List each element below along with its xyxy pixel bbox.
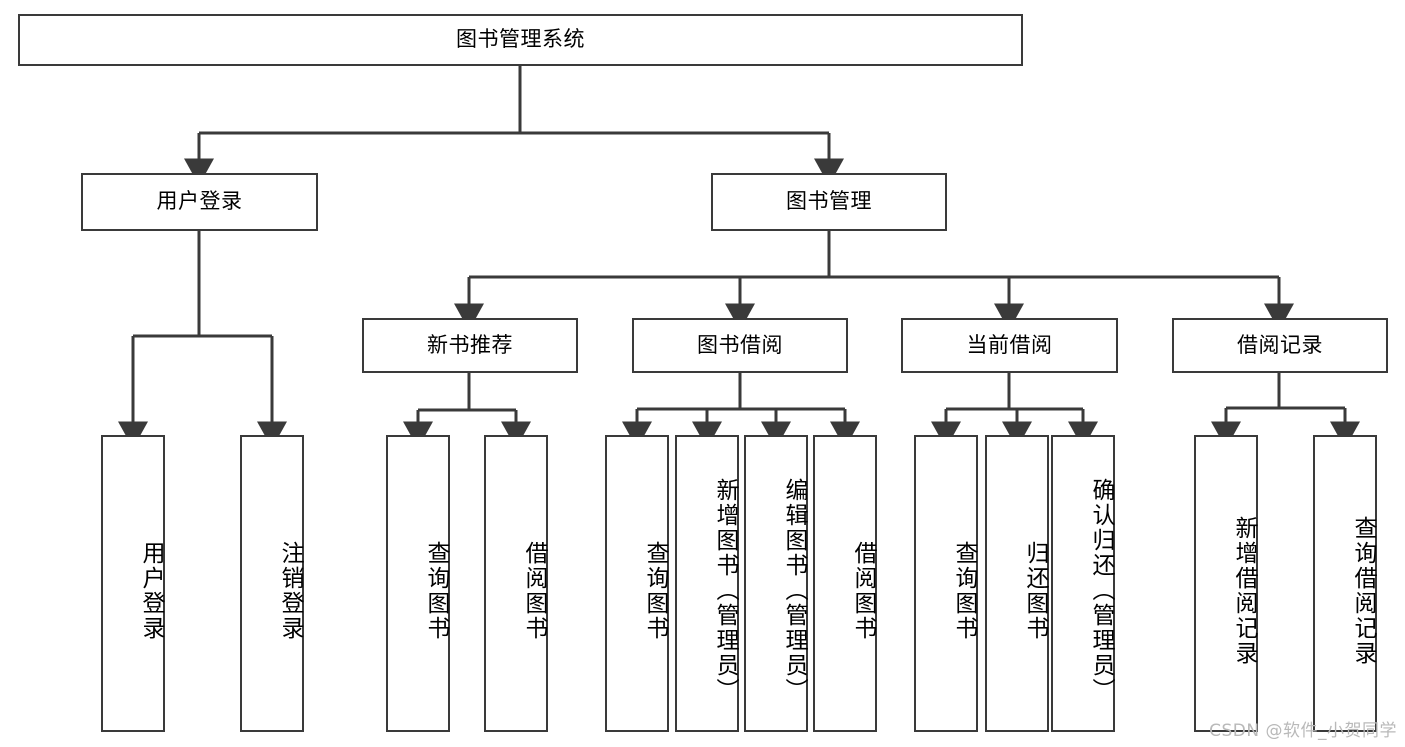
node-root[interactable]: 图书管理系统 (18, 14, 1023, 66)
node-book-manage[interactable]: 图书管理 (711, 173, 947, 231)
node-leaf-add-book-label: 新增图书（管理员） (712, 478, 738, 703)
node-leaf-add-record[interactable]: 新增借阅记录 (1194, 435, 1258, 732)
node-book-borrow[interactable]: 图书借阅 (632, 318, 848, 373)
node-leaf-query-book-1[interactable]: 查询图书 (386, 435, 450, 732)
watermark-text: CSDN @软件_小贺同学 (1209, 721, 1397, 741)
node-leaf-return-book-label: 归还图书 (1022, 540, 1048, 641)
node-leaf-query-book-3-label: 查询图书 (951, 540, 977, 641)
node-leaf-user-logout[interactable]: 注销登录 (240, 435, 304, 732)
node-leaf-confirm-return-label: 确认归还（管理员） (1088, 478, 1114, 703)
node-new-book-recommend[interactable]: 新书推荐 (362, 318, 578, 373)
node-book-manage-label: 图书管理 (786, 189, 872, 214)
node-borrow-record-label: 借阅记录 (1237, 332, 1323, 357)
node-leaf-query-book-2-label: 查询图书 (642, 540, 668, 641)
node-leaf-user-login-label: 用户登录 (138, 540, 164, 641)
node-leaf-borrow-book-2[interactable]: 借阅图书 (813, 435, 877, 732)
node-leaf-return-book[interactable]: 归还图书 (985, 435, 1049, 732)
node-borrow-record[interactable]: 借阅记录 (1172, 318, 1388, 373)
node-leaf-add-book[interactable]: 新增图书（管理员） (675, 435, 739, 732)
node-book-borrow-label: 图书借阅 (697, 332, 783, 357)
node-current-borrow[interactable]: 当前借阅 (901, 318, 1118, 373)
node-leaf-query-book-3[interactable]: 查询图书 (914, 435, 978, 732)
node-leaf-borrow-book-2-label: 借阅图书 (850, 540, 876, 641)
node-root-label: 图书管理系统 (456, 27, 585, 52)
node-leaf-query-record-label: 查询借阅记录 (1350, 515, 1376, 666)
node-leaf-edit-book-label: 编辑图书（管理员） (781, 478, 807, 703)
node-new-book-recommend-label: 新书推荐 (427, 332, 513, 357)
node-leaf-user-logout-label: 注销登录 (277, 540, 303, 641)
node-leaf-user-login[interactable]: 用户登录 (101, 435, 165, 732)
node-leaf-borrow-book-1[interactable]: 借阅图书 (484, 435, 548, 732)
node-user-login-label: 用户登录 (156, 189, 243, 214)
node-current-borrow-label: 当前借阅 (966, 332, 1053, 357)
node-leaf-confirm-return[interactable]: 确认归还（管理员） (1051, 435, 1115, 732)
node-leaf-query-book-1-label: 查询图书 (423, 540, 449, 641)
node-leaf-query-record[interactable]: 查询借阅记录 (1313, 435, 1377, 732)
node-user-login[interactable]: 用户登录 (81, 173, 318, 231)
node-leaf-add-record-label: 新增借阅记录 (1231, 515, 1257, 666)
node-leaf-borrow-book-1-label: 借阅图书 (521, 540, 547, 641)
node-leaf-query-book-2[interactable]: 查询图书 (605, 435, 669, 732)
node-leaf-edit-book[interactable]: 编辑图书（管理员） (744, 435, 808, 732)
